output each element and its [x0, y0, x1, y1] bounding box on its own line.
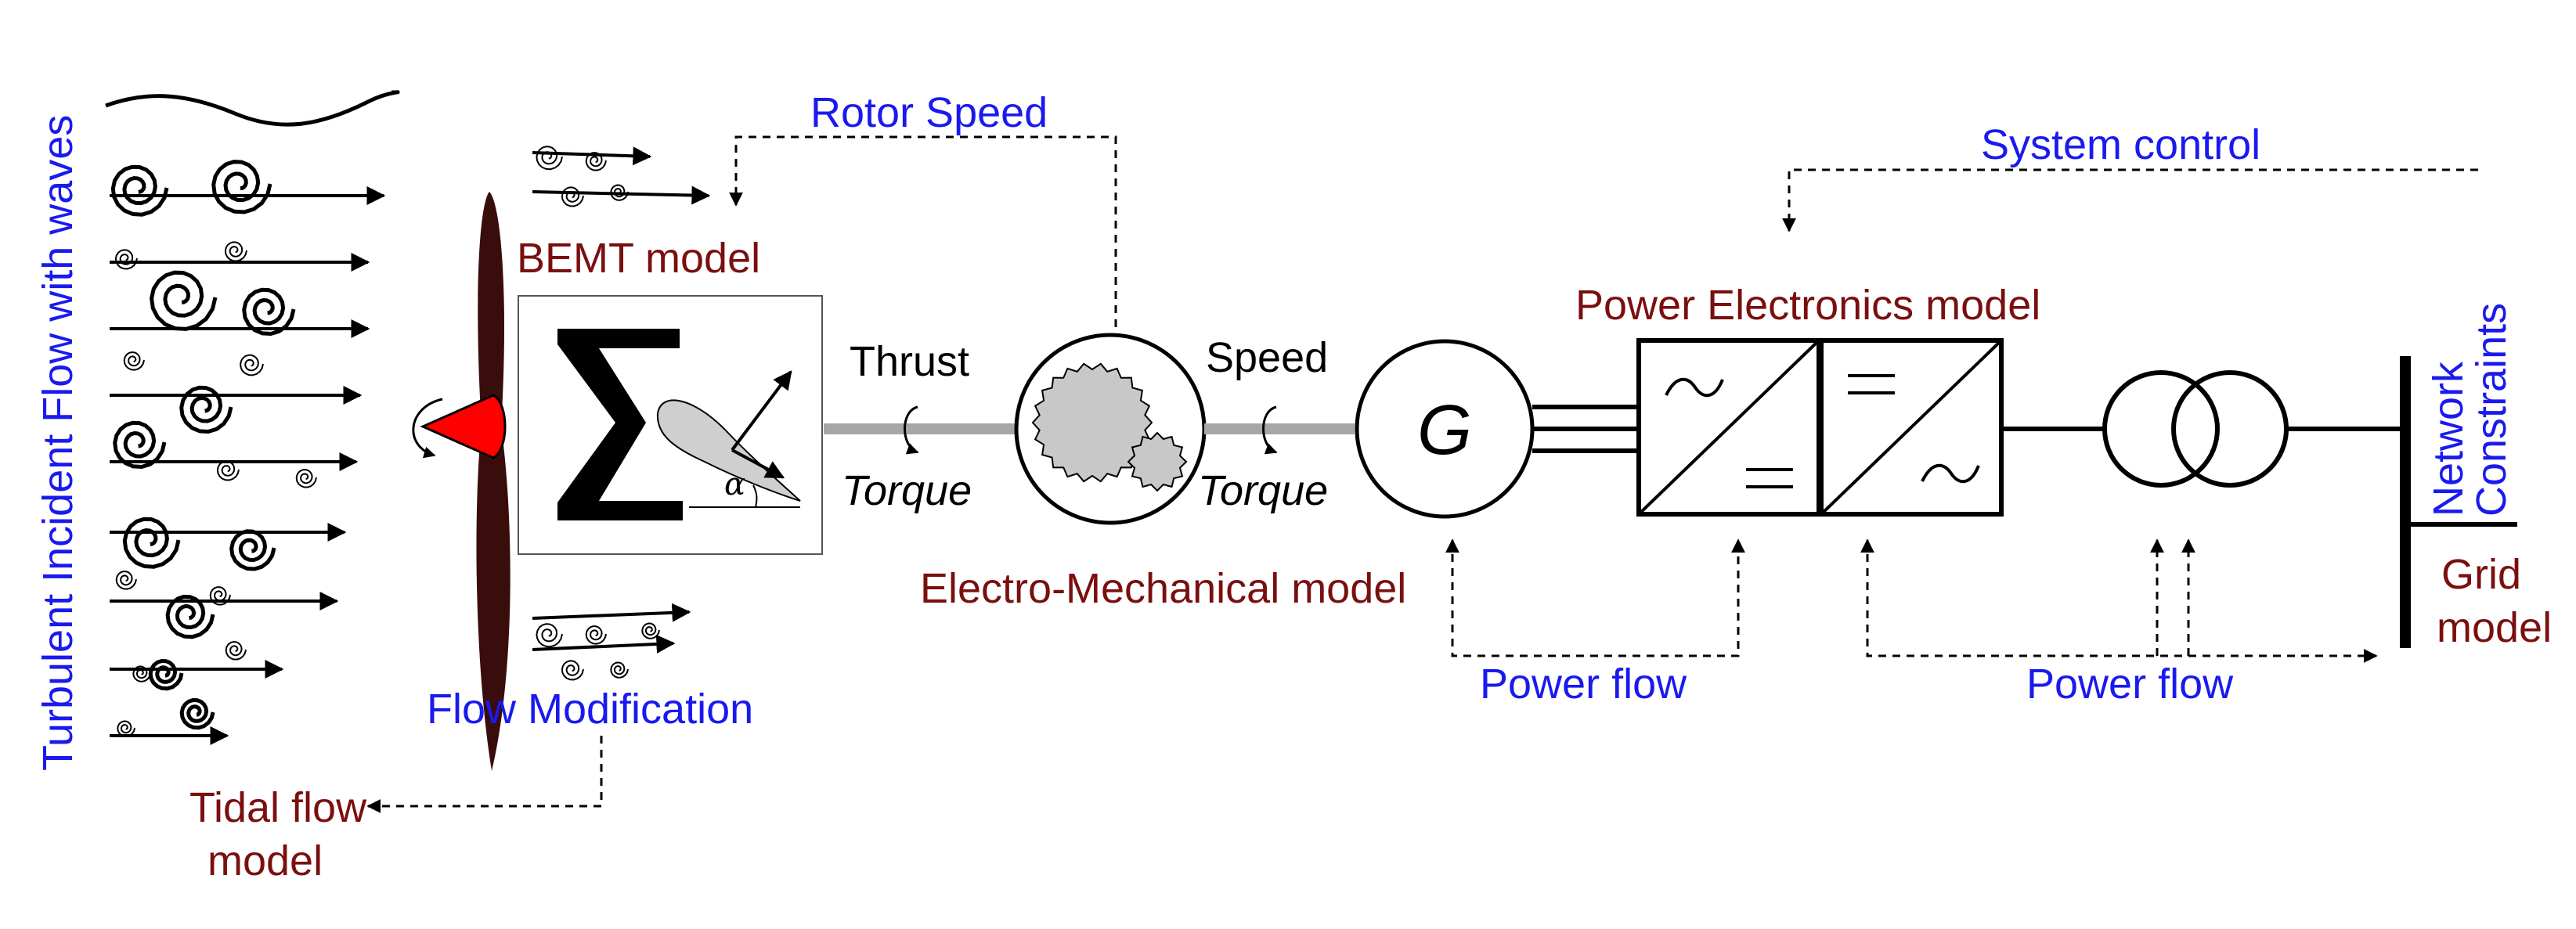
eddy-spiral	[610, 661, 629, 679]
generator-label: G	[1417, 391, 1472, 470]
rotor-speed-label: Rotor Speed	[810, 89, 1048, 136]
lift-vector-arrow	[731, 370, 792, 452]
eddy-spiral	[585, 625, 607, 645]
eddy-spiral	[110, 164, 169, 217]
eddy-spiral	[561, 186, 584, 207]
turbine-blade	[476, 192, 511, 771]
grid-model-label-line2: model	[2437, 604, 2552, 651]
eddy-spiral	[641, 622, 660, 639]
drag-vector-arrow	[731, 448, 785, 479]
dc-ac-converter-icon	[1819, 338, 2004, 517]
eddy-spiral	[536, 146, 563, 171]
eddy-spiral	[561, 660, 584, 681]
shaft-rotation-icon-2	[1262, 405, 1278, 455]
incident-flow-group: Turbulent Incident Flow with waves	[34, 90, 711, 771]
power-flow-line-2	[1860, 538, 2378, 663]
speed-label: Speed	[1206, 334, 1328, 381]
tidal-flow-model-label-line2: model	[207, 837, 323, 884]
eddy-spiral	[216, 460, 240, 481]
sigma-icon	[557, 329, 683, 520]
ac-dc-converter-icon	[1636, 338, 1821, 517]
eddy-spiral	[150, 270, 218, 331]
torque-label-1: Torque	[842, 467, 972, 514]
eddy-spiral	[610, 184, 629, 201]
turbine-hub	[420, 394, 507, 459]
torque-label-2: Torque	[1198, 467, 1328, 514]
shaft-rotation-icon-1	[904, 405, 919, 455]
eddy-spiral	[114, 249, 138, 270]
eddy-spiral	[122, 517, 181, 569]
thrust-label: Thrust	[850, 338, 969, 385]
turbulent-eddies	[110, 146, 660, 737]
busbar-icon	[2400, 356, 2517, 648]
flow-arrow	[532, 603, 691, 622]
wave-surface-line	[105, 90, 400, 127]
flow-modification-feedback-arrow	[366, 736, 603, 813]
eddy-spiral	[225, 641, 247, 661]
system-control-label: System control	[1981, 121, 2260, 168]
gear-icon	[1031, 362, 1153, 483]
generator-icon: G	[1355, 339, 1535, 519]
eddy-spiral	[132, 665, 151, 682]
eddy-spiral	[209, 586, 231, 606]
power-flow-label-1: Power flow	[1480, 661, 1687, 708]
network-constraints-label-line2: Constraints	[2468, 303, 2515, 517]
tidal-flow-model-label-line1: Tidal flow	[189, 784, 367, 831]
eddy-spiral	[224, 241, 247, 262]
eddy-spiral	[165, 594, 215, 639]
eddy-spiral	[117, 720, 135, 737]
turbine-rotor	[412, 192, 511, 771]
flow-arrow	[532, 146, 652, 166]
eddy-spiral	[295, 469, 317, 488]
network-constraints-label-line1: Network	[2425, 361, 2472, 517]
incident-flow-label: Turbulent Incident Flow with waves	[34, 115, 81, 771]
flow-arrow	[532, 634, 676, 654]
eddy-spiral	[229, 529, 276, 571]
eddy-spiral	[240, 354, 264, 376]
bemt-model-block: α	[518, 295, 823, 555]
flow-arrow	[532, 185, 711, 205]
gear-icon	[1127, 431, 1188, 492]
flow-modification-label: Flow Modification	[427, 686, 753, 733]
eddy-spiral	[211, 160, 272, 214]
gearbox-gears	[1031, 362, 1188, 492]
eddy-spiral	[148, 658, 184, 691]
power-flow-label-2: Power flow	[2026, 661, 2234, 708]
eddy-spiral	[113, 420, 167, 470]
power-flow-line-1	[1445, 538, 1745, 657]
transformer-icon	[2102, 370, 2289, 488]
alpha-label: α	[724, 466, 745, 502]
eddy-spiral	[536, 623, 563, 648]
bemt-model-label: BEMT model	[517, 235, 760, 282]
power-electronics-model-label: Power Electronics model	[1575, 282, 2040, 329]
eddy-spiral	[179, 385, 233, 434]
electro-mechanical-model-label: Electro-Mechanical model	[920, 565, 1406, 612]
gearbox-icon	[1014, 333, 1207, 525]
eddy-spiral	[585, 152, 607, 171]
eddy-spiral	[123, 351, 145, 371]
eddy-spiral	[115, 571, 137, 590]
angle-of-attack-arc	[752, 484, 758, 508]
eddy-spiral	[179, 697, 215, 730]
system-control-arrow	[1782, 168, 2478, 232]
rotation-arrow-icon	[412, 398, 443, 459]
grid-model-label-line1: Grid	[2441, 551, 2521, 598]
flow-arrows	[110, 146, 711, 745]
eddy-spiral	[242, 287, 296, 337]
